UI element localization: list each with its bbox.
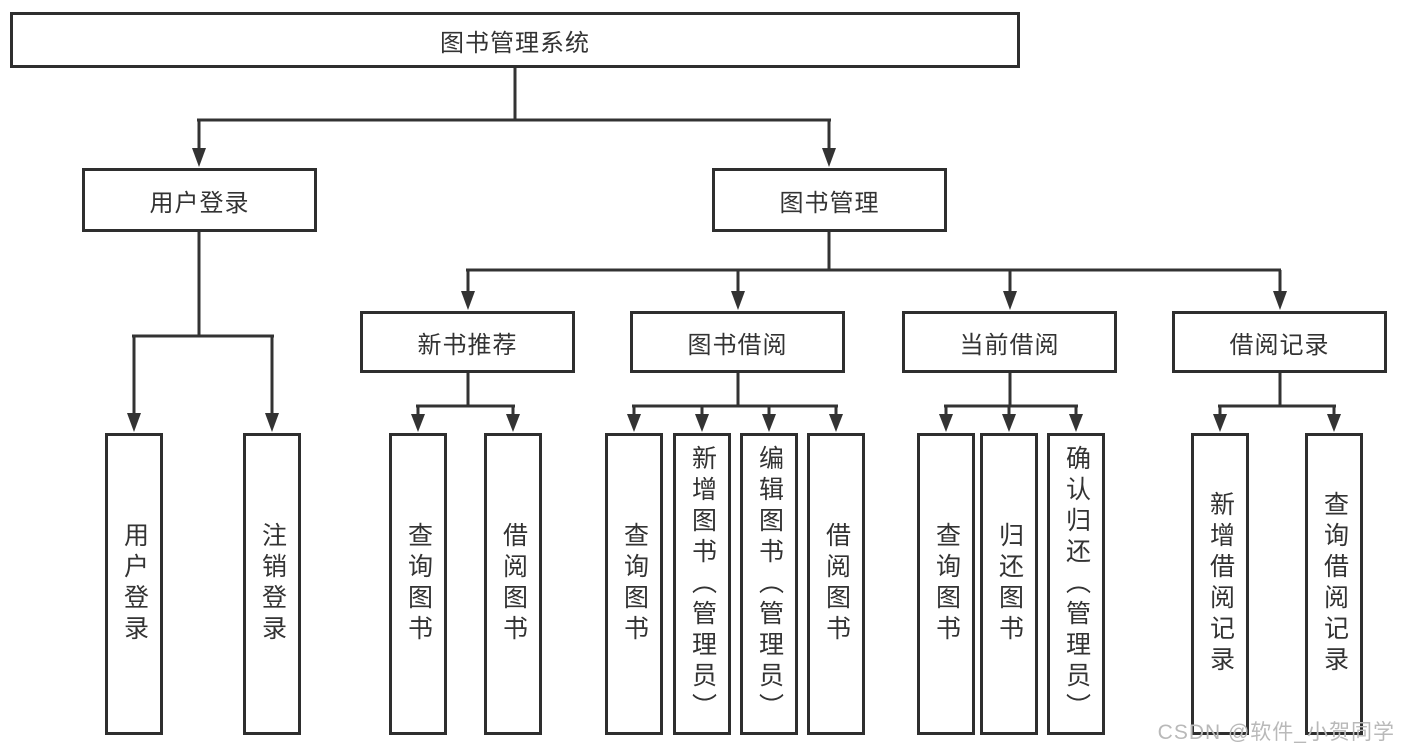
leaf-user-login: 用户登录 [105, 433, 163, 735]
node-user-login: 用户登录 [82, 168, 317, 232]
leaf-label: 查询图书 [404, 522, 433, 646]
node-new-book-recommend: 新书推荐 [360, 311, 575, 373]
node-library-management-system: 图书管理系统 [10, 12, 1020, 68]
node-borrowing-records: 借阅记录 [1172, 311, 1387, 373]
node-book-borrowing: 图书借阅 [630, 311, 845, 373]
leaf-label: 归还图书 [995, 522, 1024, 646]
leaf-query-books-current: 查询图书 [917, 433, 975, 735]
leaf-add-book-admin: 新增图书（管理员） [673, 433, 731, 735]
leaf-label: 新增借阅记录 [1206, 491, 1235, 677]
arrowhead-icons [127, 148, 1341, 432]
node-book-management: 图书管理 [712, 168, 947, 232]
leaf-logout: 注销登录 [243, 433, 301, 735]
leaf-confirm-return-admin: 确认归还（管理员） [1047, 433, 1105, 735]
leaf-label: 查询图书 [932, 522, 961, 646]
leaf-label: 确认归还（管理员） [1062, 444, 1091, 724]
leaf-edit-book-admin: 编辑图书（管理员） [740, 433, 798, 735]
leaf-label: 编辑图书（管理员） [755, 444, 784, 724]
leaf-label: 新增图书（管理员） [688, 444, 717, 724]
leaf-borrow-books-recommend: 借阅图书 [484, 433, 542, 735]
csdn-watermark: CSDN @软件_小贺同学 [1157, 721, 1395, 744]
node-current-borrowing: 当前借阅 [902, 311, 1117, 373]
leaf-return-books: 归还图书 [980, 433, 1038, 735]
leaf-add-borrow-record: 新增借阅记录 [1191, 433, 1249, 735]
leaf-label: 查询借阅记录 [1320, 491, 1349, 677]
leaf-query-books-recommend: 查询图书 [389, 433, 447, 735]
leaf-label: 注销登录 [258, 522, 287, 646]
leaf-borrow-books: 借阅图书 [807, 433, 865, 735]
leaf-label: 用户登录 [120, 522, 149, 646]
leaf-label: 查询图书 [620, 522, 649, 646]
leaf-query-books-borrow: 查询图书 [605, 433, 663, 735]
leaf-label: 借阅图书 [822, 522, 851, 646]
leaf-label: 借阅图书 [499, 522, 528, 646]
leaf-query-borrow-record: 查询借阅记录 [1305, 433, 1363, 735]
